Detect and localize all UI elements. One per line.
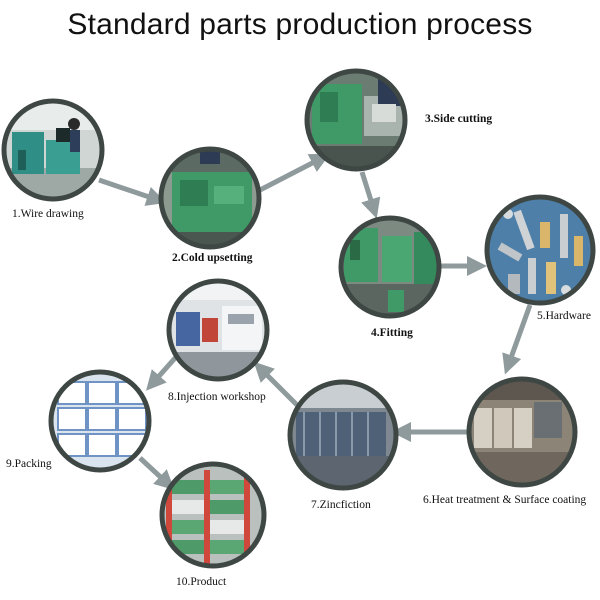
step-label-injection-workshop: 8.Injection workshop <box>168 391 266 403</box>
injection-workshop-photo <box>166 278 270 382</box>
arrow-2-to-3 <box>258 153 330 193</box>
step-label-cold-upsetting: 2.Cold upsetting <box>172 252 253 264</box>
diagram-title: Standard parts production process <box>67 8 533 41</box>
arrow-5-to-6 <box>502 304 533 375</box>
heat-treatment-photo <box>466 376 578 488</box>
step-label-zincfiction: 7.Zincfiction <box>311 499 371 511</box>
arrow-9-to-10 <box>138 456 175 491</box>
arrow-8-to-9 <box>146 355 178 391</box>
step-label-heat-treatment: 6.Heat treatment & Surface coating <box>423 494 587 506</box>
fitting-photo <box>338 215 442 319</box>
step-label-packing: 9.Packing <box>6 458 52 470</box>
wire-drawing-photo <box>1 98 105 202</box>
product-photo <box>159 461 267 569</box>
zincfiction-photo <box>287 379 399 491</box>
step-label-side-cutting: 3.Side cutting <box>425 113 493 125</box>
arrow-1-to-2 <box>98 177 167 206</box>
hardware-photo <box>484 194 596 306</box>
arrow-7-to-8 <box>253 361 304 412</box>
step-label-product: 10.Product <box>176 576 227 588</box>
cold-upsetting-photo <box>158 146 262 250</box>
arrow-3-to-4 <box>359 171 381 219</box>
packing-photo <box>48 369 152 473</box>
step-label-fitting: 4.Fitting <box>371 327 413 339</box>
step-label-hardware: 5.Hardware <box>537 310 591 322</box>
side-cutting-photo <box>304 68 408 172</box>
step-label-wire-drawing: 1.Wire drawing <box>12 208 84 220</box>
